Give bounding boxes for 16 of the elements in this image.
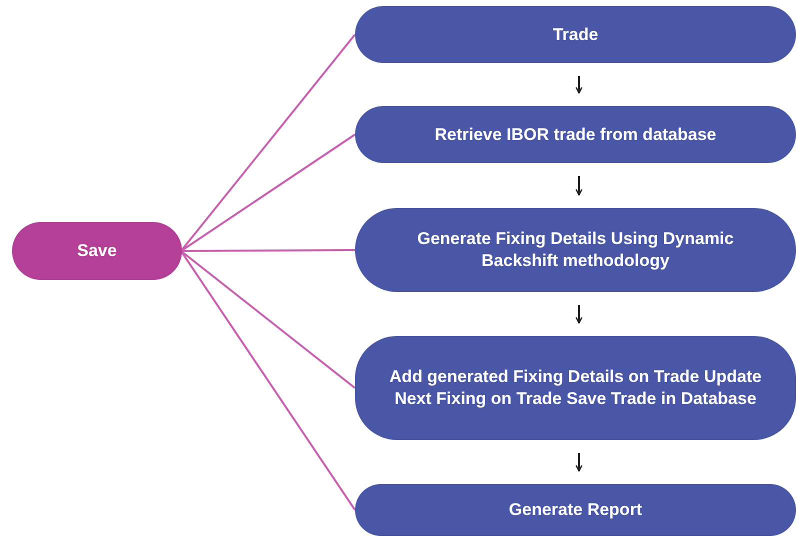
node-label: Retrieve IBOR trade from database — [434, 124, 716, 146]
connector-line — [181, 249, 355, 252]
node-label: Save — [77, 240, 117, 262]
process-pill — [355, 336, 796, 440]
arrow — [576, 76, 582, 94]
node-label: Generate Fixing Details Using Dynamic Backshift methodology — [416, 228, 735, 272]
arrow — [576, 453, 582, 472]
process-pill — [355, 484, 796, 536]
connector-line — [180, 134, 356, 252]
node-label: Generate Report — [508, 499, 642, 521]
node-label: Add generated Fixing Details on Trade Update Next Fixing on Trade Save Trade in Database — [388, 366, 763, 410]
node-label: Trade — [552, 24, 598, 46]
arrow — [576, 176, 582, 196]
arrow — [576, 305, 582, 324]
connector-line — [180, 34, 356, 252]
connector-line — [180, 250, 356, 389]
